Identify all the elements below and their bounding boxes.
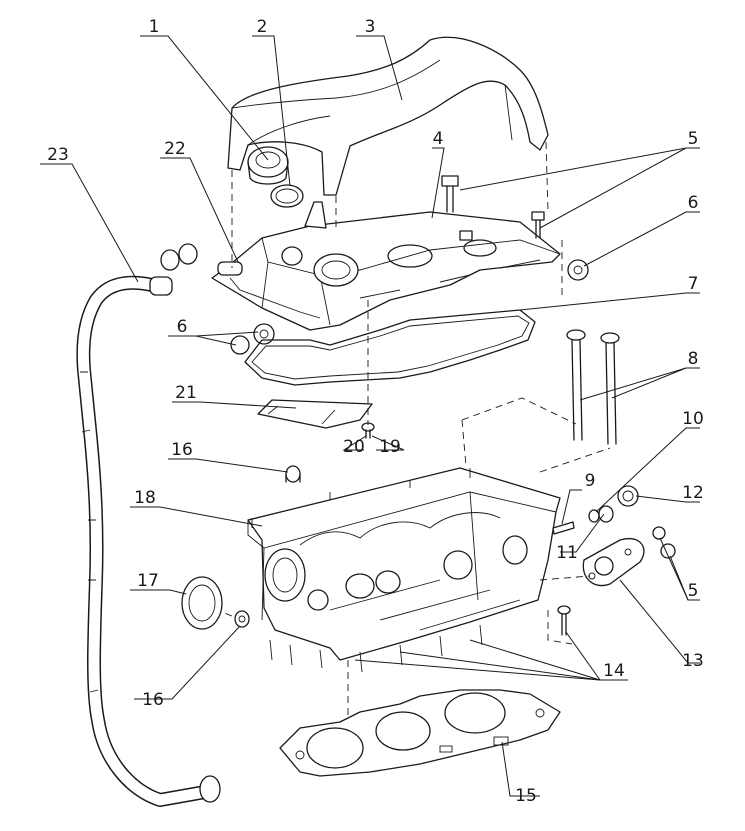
callout-5-top: 5 bbox=[688, 129, 699, 149]
callout-16-bottom: 16 bbox=[142, 690, 164, 710]
head-bolts bbox=[566, 329, 620, 445]
callout-labels: 1 2 3 4 5 6 7 8 22 23 6 21 16 20 19 18 9… bbox=[47, 17, 704, 806]
callout-11: 11 bbox=[556, 543, 578, 563]
bushing bbox=[598, 505, 614, 523]
sleeve bbox=[234, 610, 250, 628]
baffle-plate bbox=[257, 399, 373, 429]
head-gasket bbox=[279, 689, 561, 777]
cover-bolts bbox=[441, 175, 545, 239]
callout-3: 3 bbox=[365, 17, 376, 37]
studs bbox=[557, 605, 571, 636]
flange-bolts bbox=[652, 526, 676, 559]
valve-stem-seal bbox=[285, 465, 301, 483]
seal-ring bbox=[588, 509, 600, 523]
screw-and-washer bbox=[361, 422, 375, 439]
cover-gasket bbox=[244, 309, 536, 386]
flange-plate bbox=[582, 537, 645, 587]
callout-10: 10 bbox=[682, 409, 704, 429]
callout-4: 4 bbox=[433, 129, 444, 149]
callout-14: 14 bbox=[603, 661, 625, 681]
callout-15: 15 bbox=[515, 786, 537, 806]
callout-8: 8 bbox=[688, 349, 699, 369]
callout-13: 13 bbox=[682, 651, 704, 671]
breather-hose bbox=[76, 275, 221, 807]
callout-9: 9 bbox=[585, 471, 596, 491]
callout-12: 12 bbox=[682, 483, 704, 503]
callout-16-top: 16 bbox=[171, 440, 193, 460]
callout-22: 22 bbox=[164, 139, 186, 159]
assembly-lines bbox=[221, 141, 611, 718]
o-ring bbox=[270, 184, 304, 208]
callout-6-right: 6 bbox=[688, 193, 699, 213]
callout-21: 21 bbox=[175, 383, 197, 403]
callout-7: 7 bbox=[688, 274, 699, 294]
callout-5-right: 5 bbox=[688, 581, 699, 601]
cylinder-head bbox=[247, 467, 561, 673]
leader-lines bbox=[40, 35, 700, 797]
callout-18: 18 bbox=[134, 488, 156, 508]
callout-23: 23 bbox=[47, 145, 69, 165]
callout-17: 17 bbox=[137, 571, 159, 591]
dowel-pin bbox=[552, 521, 575, 535]
callout-6-left: 6 bbox=[177, 317, 188, 337]
valve-cover bbox=[211, 201, 561, 331]
engine-top-cover bbox=[227, 36, 549, 196]
oil-filler-cap bbox=[247, 146, 289, 185]
oil-seal bbox=[181, 576, 223, 630]
callout-19: 19 bbox=[379, 437, 401, 457]
callout-20: 20 bbox=[343, 437, 365, 457]
callout-1: 1 bbox=[149, 17, 160, 37]
grommets bbox=[160, 243, 589, 355]
callout-2: 2 bbox=[257, 17, 268, 37]
